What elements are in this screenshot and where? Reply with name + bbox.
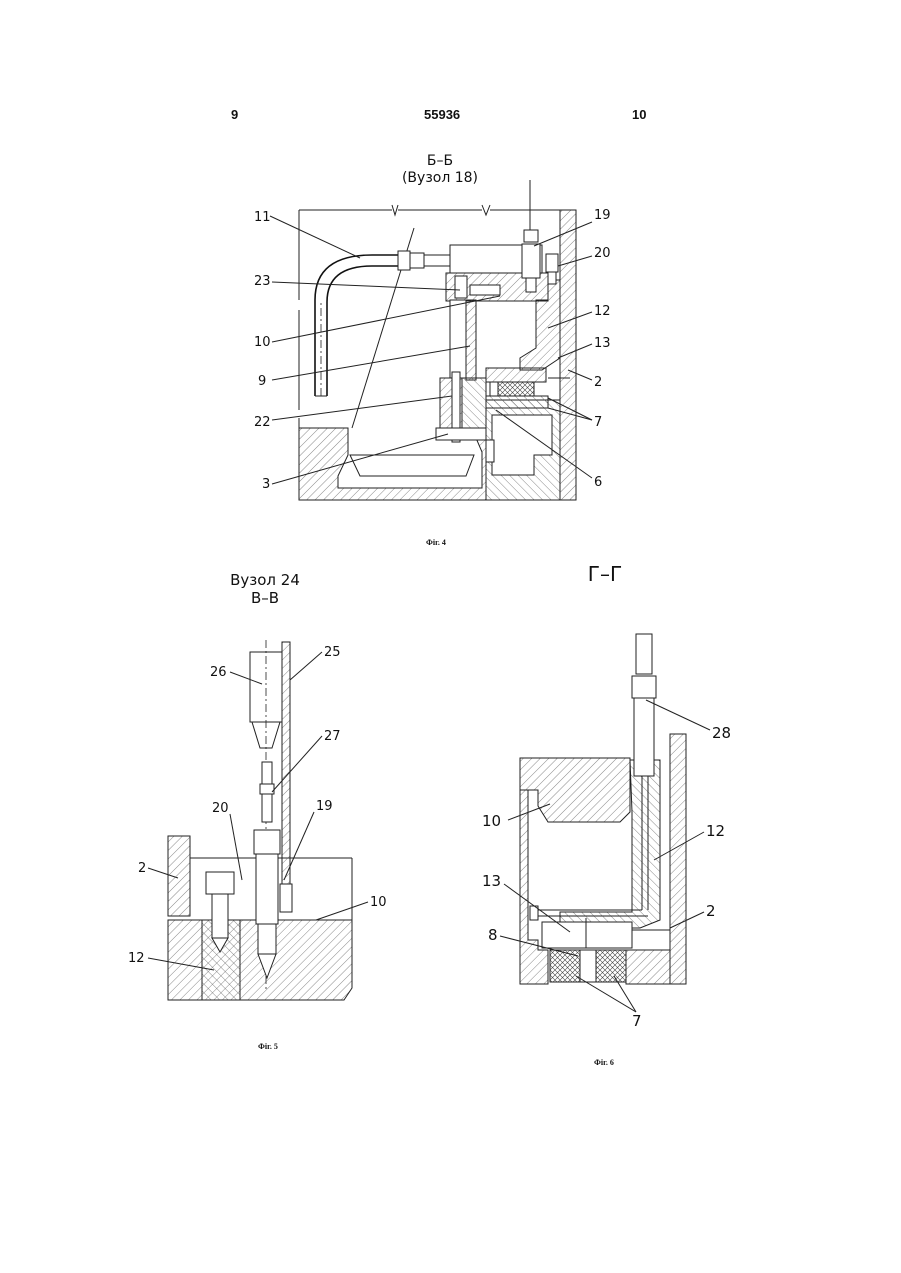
figure-6-drawing: 28 10 12 13 2 8 7 bbox=[482, 634, 731, 1030]
fig5-label-25: 25 bbox=[324, 645, 341, 660]
fig5-label-26: 26 bbox=[210, 665, 227, 680]
fig6-label-13: 13 bbox=[482, 872, 501, 890]
fig4-label-9: 9 bbox=[258, 374, 266, 389]
fig6-label-2: 2 bbox=[706, 902, 716, 920]
fig5-label-20: 20 bbox=[212, 801, 229, 816]
fig4-label-11: 11 bbox=[254, 210, 271, 225]
fig5-label-10: 10 bbox=[370, 895, 387, 910]
fig5-label-12: 12 bbox=[128, 951, 145, 966]
fig5-caption: Фіг. 5 bbox=[258, 1042, 278, 1051]
fig4-label-19: 19 bbox=[594, 208, 611, 223]
fig6-label-28: 28 bbox=[712, 724, 731, 742]
figure-5-drawing: 25 26 27 20 19 2 10 12 bbox=[128, 640, 387, 1000]
fig6-label-10: 10 bbox=[482, 812, 501, 830]
fig4-label-20: 20 bbox=[594, 246, 611, 261]
fig6-label-8: 8 bbox=[488, 926, 498, 944]
fig4-label-2: 2 bbox=[594, 375, 602, 390]
fig4-label-22: 22 bbox=[254, 415, 271, 430]
figure-4-drawing: 11 19 20 23 12 10 13 9 2 22 7 3 6 bbox=[254, 180, 612, 500]
fig4-label-7: 7 bbox=[594, 415, 602, 430]
fig4-label-3: 3 bbox=[262, 477, 270, 492]
fig6-caption: Фіг. 6 bbox=[594, 1058, 614, 1067]
fig4-label-12: 12 bbox=[594, 304, 611, 319]
fig6-label-7: 7 bbox=[632, 1012, 642, 1030]
fig5-label-27: 27 bbox=[324, 729, 341, 744]
fig6-label-12: 12 bbox=[706, 822, 725, 840]
fig5-label-2: 2 bbox=[138, 861, 146, 876]
fig4-label-6: 6 bbox=[594, 475, 602, 490]
fig4-label-10: 10 bbox=[254, 335, 271, 350]
fig4-label-23: 23 bbox=[254, 274, 271, 289]
fig4-label-13: 13 bbox=[594, 336, 611, 351]
fig5-label-19: 19 bbox=[316, 799, 333, 814]
fig4-caption: Фіг. 4 bbox=[426, 538, 446, 547]
